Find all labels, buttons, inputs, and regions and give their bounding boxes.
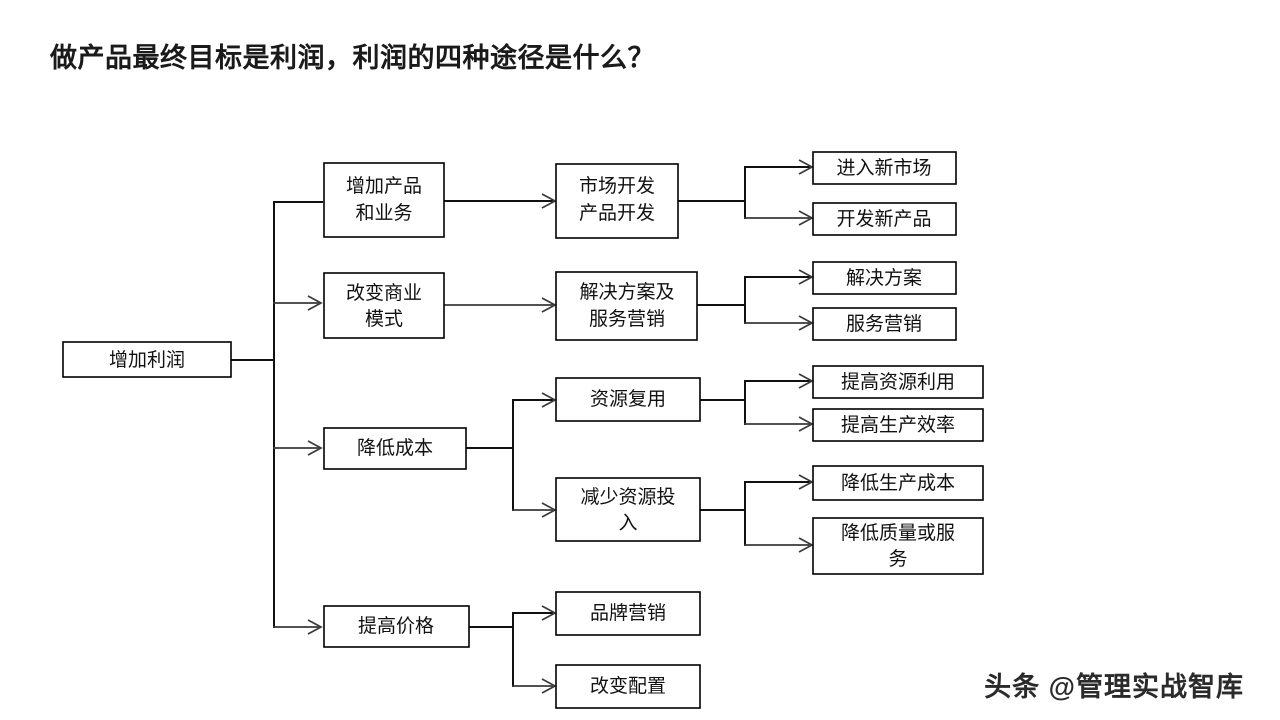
node-b3c2b[interactable]: 降低质量或服 务 bbox=[812, 517, 984, 575]
arrow-head-b3c1b bbox=[798, 416, 814, 432]
node-b3c1a-label: 提高资源利用 bbox=[841, 371, 955, 393]
node-b1c1b[interactable]: 开发新产品 bbox=[812, 202, 957, 236]
arrow-head-b3c1 bbox=[541, 392, 557, 408]
arrow-head-b4c1 bbox=[541, 605, 557, 621]
node-branch2-label-line2: 模式 bbox=[365, 308, 403, 330]
node-branch2[interactable]: 改变商业 模式 bbox=[323, 272, 445, 339]
node-branch1-label-line2: 和业务 bbox=[355, 202, 412, 224]
node-branch1[interactable]: 增加产品 和业务 bbox=[323, 162, 445, 238]
node-b2c1b-label: 服务营销 bbox=[846, 313, 922, 335]
node-b4c1[interactable]: 品牌营销 bbox=[555, 591, 701, 636]
node-b4c2-label: 改变配置 bbox=[590, 675, 666, 697]
arrow-head-b1c1a bbox=[798, 159, 814, 175]
arrow-head-b2c1 bbox=[541, 297, 557, 313]
node-branch3[interactable]: 降低成本 bbox=[323, 427, 467, 470]
node-b1c1b-label: 开发新产品 bbox=[836, 208, 931, 230]
arrow-head-b3c2a bbox=[798, 474, 814, 490]
node-b2c1a-label: 解决方案 bbox=[846, 267, 922, 289]
node-branch2-label-line1: 改变商业 bbox=[346, 282, 422, 304]
arrow-head-b1c1 bbox=[541, 193, 557, 209]
arrow-head-b3c2 bbox=[541, 502, 557, 518]
node-b1c1-label-line1: 市场开发 bbox=[579, 175, 655, 197]
node-b2c1b[interactable]: 服务营销 bbox=[812, 307, 957, 341]
node-b1c1-label-line2: 产品开发 bbox=[579, 202, 655, 224]
node-b3c2b-label-line1: 降低质量或服 bbox=[841, 522, 955, 544]
arrow-head-branch3 bbox=[307, 440, 323, 456]
node-b3c1b[interactable]: 提高生产效率 bbox=[812, 408, 984, 442]
watermark: 头条 @管理实战智库 bbox=[984, 672, 1244, 702]
node-b2c1-label-line2: 服务营销 bbox=[589, 308, 665, 330]
node-b1c1[interactable]: 市场开发 产品开发 bbox=[555, 163, 679, 239]
page-title: 做产品最终目标是利润，利润的四种途径是什么？ bbox=[50, 43, 655, 73]
node-b1c1a[interactable]: 进入新市场 bbox=[812, 151, 957, 185]
node-root-label: 增加利润 bbox=[109, 349, 185, 371]
node-b3c2b-label-line2: 务 bbox=[888, 548, 907, 570]
node-b3c2a[interactable]: 降低生产成本 bbox=[812, 465, 984, 501]
connector-layer bbox=[230, 159, 814, 694]
node-b2c1-label-line1: 解决方案及 bbox=[579, 281, 674, 303]
node-b3c1a[interactable]: 提高资源利用 bbox=[812, 365, 984, 399]
node-b3c1[interactable]: 资源复用 bbox=[555, 377, 701, 422]
arrow-head-b2c1a bbox=[798, 269, 814, 285]
node-b3c1-label: 资源复用 bbox=[590, 388, 666, 410]
node-b4c1-label: 品牌营销 bbox=[590, 602, 666, 624]
node-b3c2-label-line2: 入 bbox=[618, 513, 637, 534]
arrow-head-b3c2b bbox=[798, 537, 814, 553]
node-branch3-label: 降低成本 bbox=[357, 437, 433, 459]
node-root[interactable]: 增加利润 bbox=[62, 341, 232, 378]
node-b2c1a[interactable]: 解决方案 bbox=[812, 261, 957, 295]
arrow-head-b4c2 bbox=[541, 678, 557, 694]
node-b3c2[interactable]: 减少资源投 入 bbox=[555, 477, 701, 542]
arrow-head-branch2 bbox=[307, 295, 323, 311]
arrow-head-b3c1a bbox=[798, 373, 814, 389]
node-branch1-label-line1: 增加产品 bbox=[346, 175, 422, 197]
node-b3c2a-label: 降低生产成本 bbox=[841, 472, 955, 494]
arrow-head-branch4 bbox=[307, 619, 323, 635]
node-branch4[interactable]: 提高价格 bbox=[323, 605, 470, 648]
arrow-head-b2c1b bbox=[798, 315, 814, 331]
node-b1c1a-label: 进入新市场 bbox=[836, 157, 931, 179]
node-branch4-label: 提高价格 bbox=[358, 615, 434, 637]
arrow-head-b1c1b bbox=[798, 210, 814, 226]
node-b3c2-label-line1: 减少资源投 bbox=[580, 486, 675, 508]
node-b4c2[interactable]: 改变配置 bbox=[555, 664, 701, 709]
node-b2c1[interactable]: 解决方案及 服务营销 bbox=[555, 271, 698, 341]
node-b3c1b-label: 提高生产效率 bbox=[841, 414, 955, 436]
